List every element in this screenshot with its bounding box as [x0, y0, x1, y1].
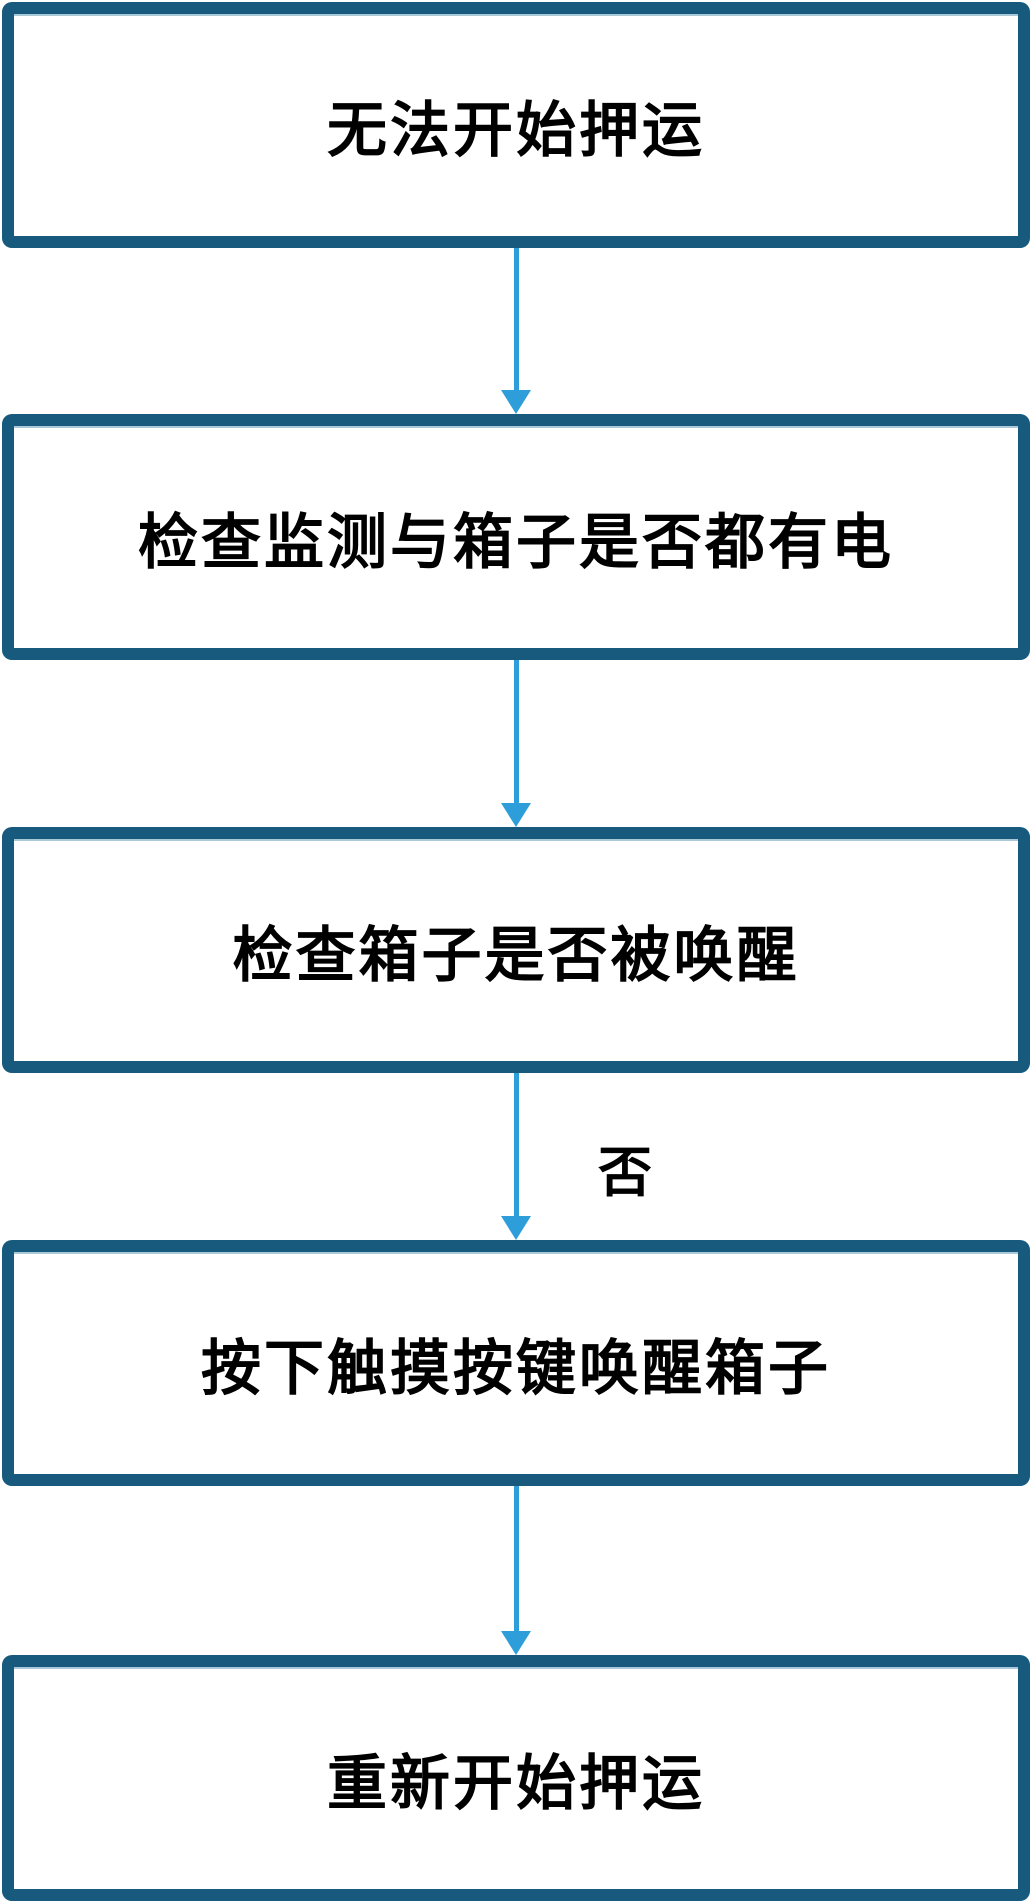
flow-node-check-box-awake: 检查箱子是否被唤醒 [2, 827, 1030, 1073]
flow-node-label: 检查监测与箱子是否都有电 [138, 509, 894, 576]
edge-label-no: 否 [598, 1143, 652, 1203]
arrow-shaft [514, 660, 519, 805]
connector-arrow-1 [501, 248, 532, 414]
arrowhead-down-icon [501, 803, 531, 827]
flow-node-restart-escort: 重新开始押运 [2, 1655, 1030, 1901]
flow-node-press-touch-button-wake-box: 按下触摸按键唤醒箱子 [2, 1240, 1030, 1486]
connector-arrow-4 [501, 1486, 532, 1655]
connector-arrow-3 [501, 1073, 532, 1240]
flow-node-check-monitor-box-power: 检查监测与箱子是否都有电 [2, 414, 1030, 660]
flow-node-label: 按下触摸按键唤醒箱子 [201, 1335, 831, 1402]
connector-arrow-2 [501, 660, 532, 827]
arrow-shaft [514, 1486, 519, 1633]
arrow-shaft [514, 1073, 519, 1218]
arrow-shaft [514, 248, 519, 392]
arrowhead-down-icon [501, 1216, 531, 1240]
flow-node-label: 检查箱子是否被唤醒 [232, 922, 800, 989]
flow-node-label: 无法开始押运 [327, 97, 705, 164]
flow-node-label: 重新开始押运 [327, 1750, 705, 1817]
arrowhead-down-icon [501, 1631, 531, 1655]
arrowhead-down-icon [501, 390, 531, 414]
flow-node-cannot-start-escort: 无法开始押运 [2, 2, 1030, 248]
